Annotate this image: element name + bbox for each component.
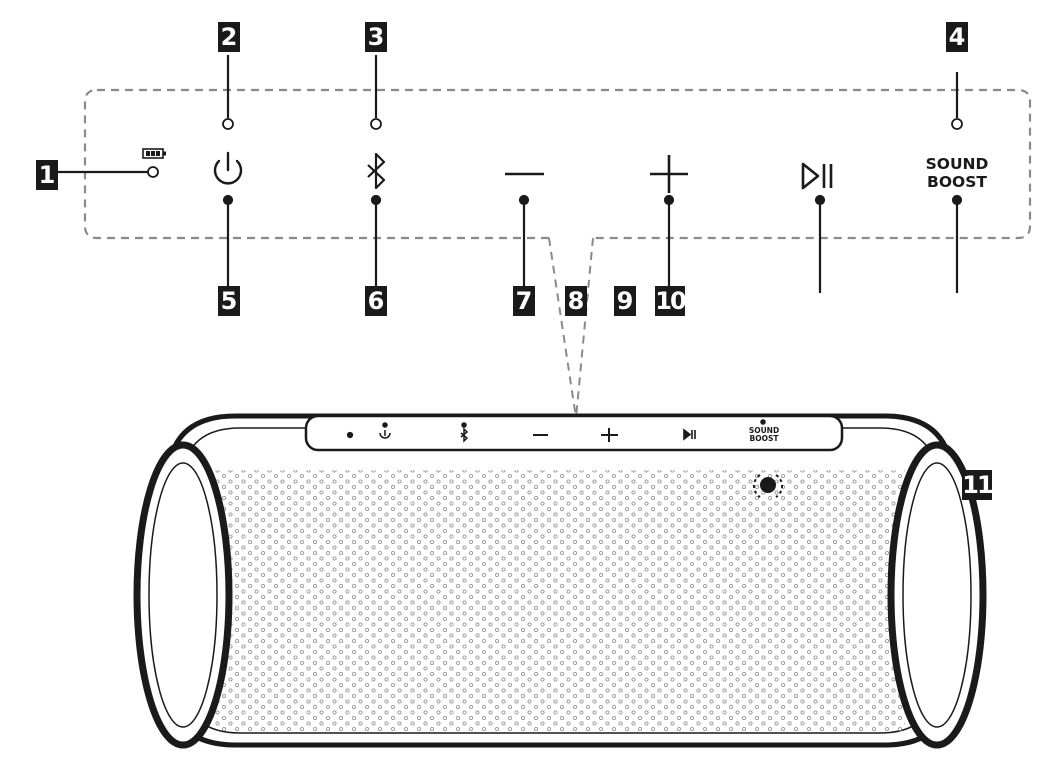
callout-3: 3 bbox=[365, 22, 387, 52]
callout-11: 11 bbox=[962, 470, 994, 500]
callout-4: 4 bbox=[946, 22, 968, 52]
mini-sound-boost-line1: SOUND bbox=[748, 426, 780, 435]
leader-dot-10 bbox=[663, 194, 675, 206]
led-indicator-3 bbox=[370, 118, 382, 130]
callout-5: 5 bbox=[218, 286, 240, 316]
mini-play-pause-icon bbox=[683, 428, 696, 441]
leader-dot-7 bbox=[518, 194, 530, 206]
sound-boost-line1: SOUND bbox=[925, 155, 989, 173]
zoom-line-left bbox=[548, 237, 577, 419]
bluetooth-icon bbox=[367, 152, 386, 190]
leader-dot-play bbox=[814, 194, 826, 206]
zoom-line-right bbox=[575, 237, 594, 419]
panel-outline bbox=[83, 88, 1032, 240]
callout-6: 6 bbox=[365, 286, 387, 316]
leader-dot-6 bbox=[370, 194, 382, 206]
mini-sound-boost-label: SOUND BOOST bbox=[738, 427, 790, 442]
mini-bluetooth-icon bbox=[460, 422, 469, 443]
sound-boost-line2: BOOST bbox=[927, 172, 987, 191]
callout-8: 8 bbox=[565, 286, 587, 316]
callout-1: 1 bbox=[36, 160, 58, 190]
callout-7: 7 bbox=[513, 286, 535, 316]
mini-power-icon bbox=[379, 422, 391, 439]
battery-icon bbox=[142, 148, 166, 159]
led-indicator-2 bbox=[222, 118, 234, 130]
mini-plus-icon bbox=[601, 428, 618, 442]
mini-led-sound-boost bbox=[760, 419, 766, 425]
mini-sound-boost-line2: BOOST bbox=[749, 433, 779, 443]
callout-2: 2 bbox=[218, 22, 240, 52]
microphone-icon bbox=[753, 474, 783, 498]
leader-dot-5 bbox=[222, 194, 234, 206]
led-indicator-4 bbox=[951, 118, 963, 130]
speaker-body bbox=[133, 413, 987, 749]
speaker-grille bbox=[215, 470, 905, 732]
plus-icon bbox=[650, 155, 688, 193]
speaker-control-strip bbox=[304, 414, 844, 452]
callout-10: 10 bbox=[655, 286, 687, 316]
led-indicator-1 bbox=[147, 166, 159, 178]
play-pause-icon bbox=[801, 162, 833, 190]
mini-led-battery bbox=[346, 431, 354, 439]
leader-dot-sound-boost bbox=[951, 194, 963, 206]
callout-9: 9 bbox=[614, 286, 636, 316]
sound-boost-label: SOUND BOOST bbox=[908, 155, 1006, 191]
power-icon bbox=[213, 151, 243, 185]
